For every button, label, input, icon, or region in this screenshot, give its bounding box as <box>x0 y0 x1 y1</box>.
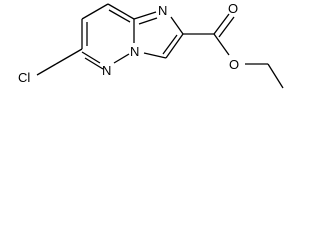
bond-n1-c6-outer <box>84 57 104 70</box>
bond-c8-n-ring <box>133 11 157 20</box>
bond-c8a-c8-inner <box>108 9 131 23</box>
atom-label-cl: Cl <box>18 70 30 85</box>
atom-label-n1: N <box>102 63 111 78</box>
atom-label-o-ester: O <box>229 57 239 72</box>
bond-c6-c5 <box>55 48 83 65</box>
bond-n1-c6 <box>81 51 101 64</box>
bond-c8a-c8 <box>107 3 135 20</box>
bond-n-ring-c2 <box>170 16 184 35</box>
atom-label-n-ring: N <box>158 3 167 18</box>
bond-c4-c8a <box>81 3 109 20</box>
bond-ch2-ch3 <box>267 63 284 89</box>
bond-n-bridge-n1 <box>113 53 130 64</box>
ethyl-6-chloroimidazopyridazine-2-carboxylate-structure: Cl N N N O O <box>18 1 284 89</box>
atom-label-n-bridge: N <box>130 44 139 59</box>
bond-c2-c3 <box>165 33 184 59</box>
bond-c-carbonyl-o <box>213 13 230 35</box>
bond-c2-c3-inner <box>162 34 178 55</box>
atom-label-o-carbonyl: O <box>228 1 238 16</box>
bond-c-carbonyl-o-ester <box>213 33 230 56</box>
bond-c8-n-ring-inner <box>138 17 158 25</box>
bond-c3-n-bridge <box>143 52 167 59</box>
bond-c6-cl <box>36 63 57 76</box>
bond-c-carbonyl-o-second <box>218 16 235 38</box>
